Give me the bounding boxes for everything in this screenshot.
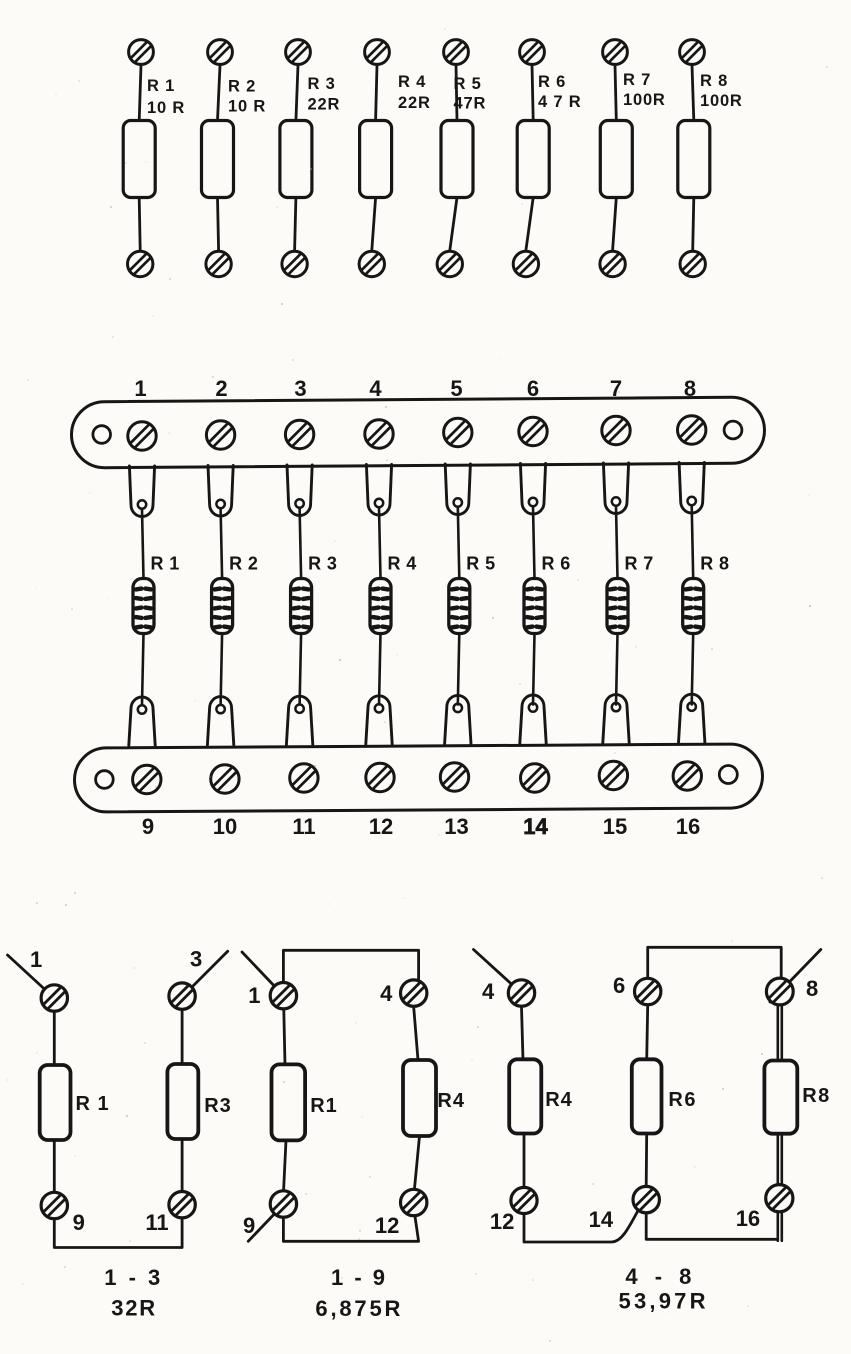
- svg-text:R 8: R 8: [700, 72, 728, 90]
- svg-text:22R: 22R: [398, 94, 431, 112]
- svg-text:12: 12: [375, 1213, 399, 1238]
- svg-text:14: 14: [589, 1207, 614, 1232]
- svg-text:47R: 47R: [454, 95, 487, 113]
- svg-text:R4: R4: [437, 1090, 465, 1112]
- svg-text:R6: R6: [668, 1089, 697, 1111]
- svg-text:R 2: R 2: [229, 554, 258, 574]
- svg-text:R4: R4: [545, 1089, 573, 1111]
- svg-text:R 3: R 3: [308, 554, 337, 574]
- svg-text:3: 3: [294, 376, 306, 401]
- svg-text:10: 10: [213, 814, 237, 839]
- svg-text:6: 6: [613, 973, 625, 998]
- svg-text:8: 8: [806, 976, 818, 1001]
- svg-text:4: 4: [369, 376, 382, 401]
- svg-text:9: 9: [73, 1210, 85, 1235]
- svg-text:11: 11: [292, 814, 315, 839]
- svg-text:7: 7: [610, 376, 622, 401]
- svg-text:R 1: R 1: [151, 554, 180, 574]
- svg-text:10 R: 10 R: [147, 99, 185, 117]
- svg-text:16: 16: [676, 814, 700, 839]
- svg-text:R8: R8: [802, 1085, 831, 1107]
- svg-text:4: 4: [482, 979, 495, 1004]
- svg-text:R 3: R 3: [308, 75, 336, 93]
- svg-text:9: 9: [142, 814, 154, 839]
- svg-text:R 6: R 6: [538, 73, 566, 91]
- svg-text:R 7: R 7: [623, 71, 651, 89]
- svg-text:R3: R3: [204, 1095, 232, 1117]
- svg-text:14: 14: [523, 814, 548, 839]
- svg-text:13: 13: [444, 814, 468, 839]
- svg-text:R 6: R 6: [542, 554, 571, 574]
- svg-text:R 4: R 4: [388, 554, 417, 574]
- svg-text:4: 4: [380, 981, 393, 1006]
- svg-text:22R: 22R: [308, 96, 341, 114]
- svg-text:12: 12: [369, 814, 393, 839]
- svg-text:1 - 3: 1 - 3: [104, 1265, 160, 1290]
- svg-text:R 1: R 1: [147, 77, 175, 95]
- svg-text:53,97R: 53,97R: [619, 1289, 706, 1314]
- svg-text:3: 3: [190, 947, 202, 972]
- svg-text:100R: 100R: [700, 92, 743, 110]
- svg-text:R 8: R 8: [700, 554, 729, 574]
- svg-text:1: 1: [134, 376, 146, 401]
- svg-text:15: 15: [603, 814, 627, 839]
- svg-text:6,875R: 6,875R: [315, 1296, 400, 1321]
- svg-text:4 - 8: 4 - 8: [625, 1264, 691, 1289]
- svg-text:R 1: R 1: [76, 1093, 110, 1115]
- svg-text:11: 11: [145, 1210, 168, 1235]
- svg-text:16: 16: [736, 1206, 760, 1231]
- svg-text:9: 9: [243, 1213, 255, 1238]
- svg-text:R 7: R 7: [625, 554, 654, 574]
- svg-text:6: 6: [527, 376, 539, 401]
- svg-text:5: 5: [450, 376, 462, 401]
- svg-text:R 4: R 4: [398, 73, 426, 91]
- svg-text:R 2: R 2: [228, 78, 256, 96]
- svg-text:10 R: 10 R: [228, 98, 266, 116]
- svg-text:R 5: R 5: [466, 554, 495, 574]
- svg-text:8: 8: [684, 376, 696, 401]
- svg-text:1 - 9: 1 - 9: [331, 1265, 385, 1290]
- svg-text:100R: 100R: [623, 91, 666, 109]
- svg-text:2: 2: [215, 376, 227, 401]
- svg-text:4 7 R: 4 7 R: [538, 93, 581, 111]
- svg-text:R 5: R 5: [454, 75, 482, 93]
- svg-text:32R: 32R: [111, 1296, 155, 1321]
- svg-text:1: 1: [30, 947, 42, 972]
- svg-text:1: 1: [248, 983, 260, 1008]
- svg-text:12: 12: [490, 1209, 514, 1234]
- svg-text:R1: R1: [310, 1095, 338, 1117]
